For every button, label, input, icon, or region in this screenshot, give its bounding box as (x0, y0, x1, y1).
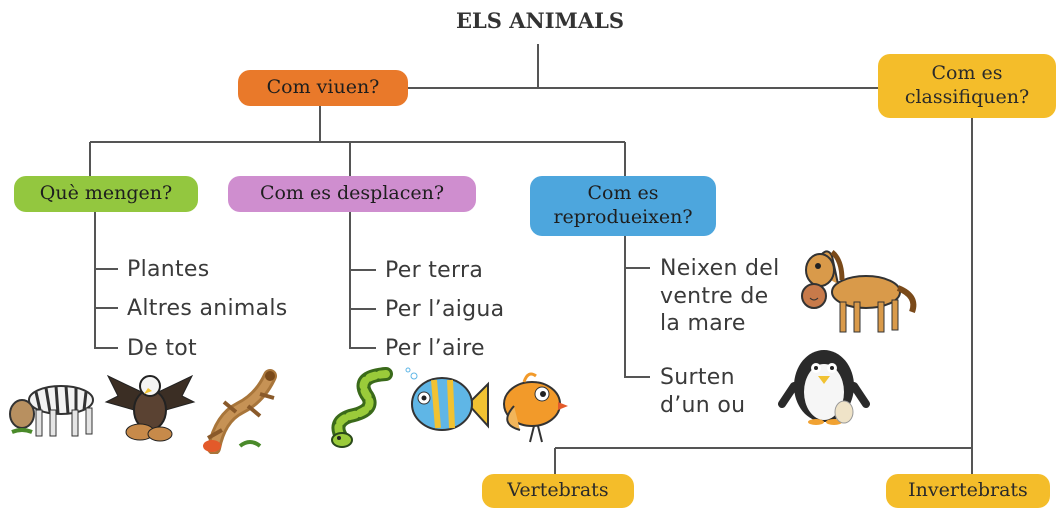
node-com-es-classifiquen: Com es classifiquen? (878, 54, 1056, 118)
reproduction-item-egg: Surten d’un ou (660, 364, 745, 419)
movement-item: Per l’aigua (385, 297, 505, 322)
node-label: Què mengen? (39, 182, 173, 205)
reproduction-line: d’un ou (660, 392, 746, 418)
lizard-icon (203, 369, 277, 454)
food-item: Plantes (127, 257, 210, 282)
snake-icon (331, 367, 393, 448)
food-item: Altres animals (127, 296, 288, 321)
reproduction-line: la mare (660, 311, 746, 336)
node-label: Invertebrats (908, 479, 1028, 502)
eagle-icon (104, 374, 196, 442)
food-item: De tot (127, 336, 197, 361)
node-label: Vertebrats (507, 479, 609, 502)
zebra-icon (9, 385, 94, 437)
horse-icon (801, 250, 917, 333)
movement-item: Per l’aire (385, 336, 485, 361)
node-label-line-1: Com es (931, 62, 1003, 85)
node-com-es-desplacen: Com es desplacen? (228, 176, 476, 212)
reproduction-line: ventre de (660, 283, 769, 309)
node-label-line-2: reprodueixen? (553, 206, 693, 228)
bird-icon (503, 372, 568, 443)
node-label-line-1: Com es (587, 182, 659, 205)
penguin-icon (778, 350, 870, 425)
reproduction-line: Neixen del (660, 256, 780, 281)
node-label-line-2: classifiquen? (904, 86, 1030, 108)
node-com-viuen: Com viuen? (238, 70, 408, 106)
reproduction-item-born: Neixen del ventre de la mare (660, 255, 780, 338)
fish-icon (405, 367, 489, 431)
node-vertebrats: Vertebrats (482, 474, 634, 508)
node-com-es-reprodueixen: Com es reprodueixen? (530, 176, 716, 236)
reproduction-line: Surten (660, 365, 735, 390)
page-title: ELS ANIMALS (455, 8, 625, 33)
node-label: Com es desplacen? (259, 182, 445, 205)
node-label: Com viuen? (266, 76, 380, 99)
node-invertebrats: Invertebrats (886, 474, 1050, 508)
movement-item: Per terra (385, 258, 484, 283)
node-que-mengen: Què mengen? (14, 176, 198, 212)
